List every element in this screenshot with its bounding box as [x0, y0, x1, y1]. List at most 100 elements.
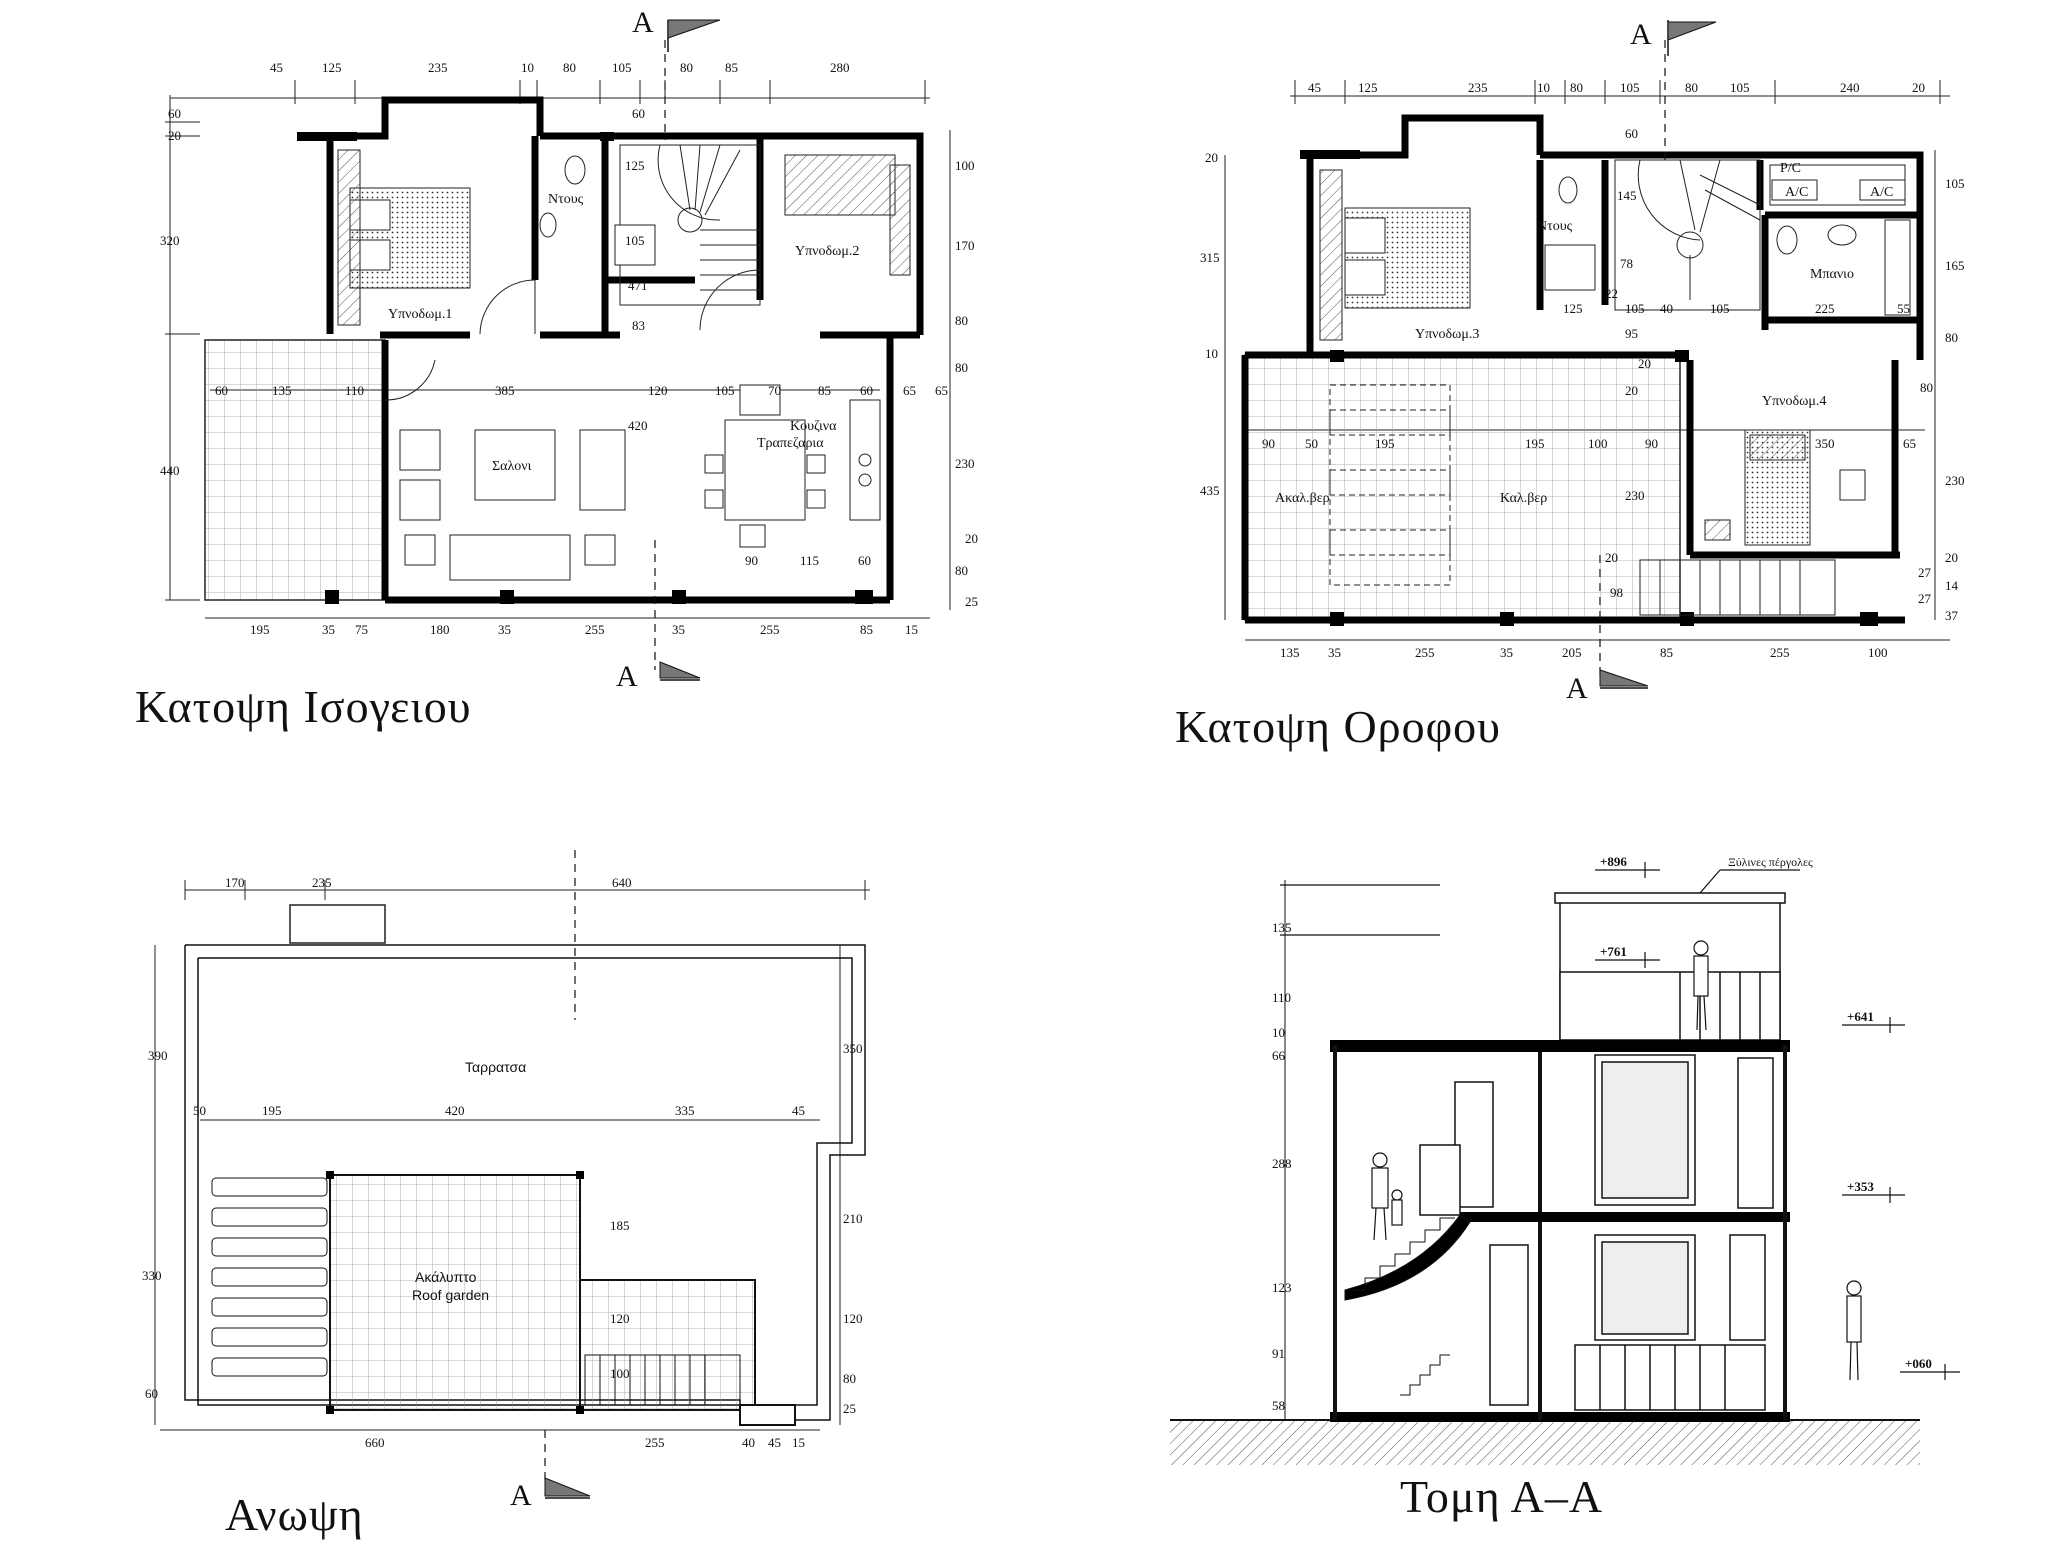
pergola-structure: [1554, 892, 1786, 1041]
dim-text: 420: [445, 1103, 465, 1118]
roof-label-garden-en: Roof garden: [412, 1287, 489, 1303]
dim-text: 27: [1918, 565, 1932, 580]
dim-text: 105: [1620, 80, 1640, 95]
dim-text: 15: [792, 1435, 805, 1450]
dim-text: 90: [745, 553, 758, 568]
dim-text: 390: [148, 1048, 168, 1063]
dim-text: 45: [1308, 80, 1321, 95]
dim-text: 350: [843, 1041, 863, 1056]
dim-text: 100: [955, 158, 975, 173]
dim-text: 205: [1562, 645, 1582, 660]
first-floor-plan: A A Υπνοδωμ.3 Υπνοδωμ.4 Ντους Μπανιο Ακα…: [1200, 18, 1965, 705]
dim-text: 90: [1645, 436, 1658, 451]
dim-text: 105: [1730, 80, 1750, 95]
dim-text: 75: [355, 622, 368, 637]
dim-text: 235: [1468, 80, 1488, 95]
dim-text: 100: [1588, 436, 1608, 451]
section-human-figures: [1371, 940, 1862, 1381]
dim-text: 83: [632, 318, 645, 333]
dim-text: 37: [1945, 608, 1959, 623]
roof-mid-dims: 50 195 420 335 45: [193, 1103, 805, 1118]
dim-text: 20: [1205, 150, 1218, 165]
section-level-labels: +896 +761 +641 +353 +060: [1600, 854, 1932, 1371]
dim-text: 420: [628, 418, 648, 433]
dim-text: 20: [168, 128, 181, 143]
dim-text: 80: [955, 360, 968, 375]
dim-text: 25: [843, 1401, 856, 1416]
section-slabs: [1330, 1040, 1790, 1422]
dim-text: 280: [830, 60, 850, 75]
dim-text: 98: [1610, 585, 1623, 600]
dim-text: 55: [1897, 301, 1910, 316]
dim-text: 105: [612, 60, 632, 75]
roof-top-dims: 170 235 640: [225, 875, 632, 890]
roof-inner-dims: 185 120 100: [610, 1218, 630, 1381]
ground-floor-plan: A A Υπνοδωμ.1 Υπνοδωμ.2 Ντους Σαλονι Κου…: [160, 6, 978, 693]
first-mid-dims: 90 50 195 195 100 90 350 65: [1262, 436, 1916, 451]
bedroom1-bed: [337, 149, 471, 326]
roof-right-dims: 350 210 120 80 25: [843, 1041, 863, 1416]
first-veranda-pergola: [1329, 384, 1451, 586]
dim-text: 135: [1272, 920, 1292, 935]
dim-text: 60: [632, 106, 645, 121]
section-marker-label: A: [616, 660, 638, 693]
room-label-bath: Μπανιο: [1810, 267, 1854, 282]
dim-text: 85: [1660, 645, 1673, 660]
dim-text: 20: [1912, 80, 1925, 95]
dim-text: 10: [1272, 1025, 1285, 1040]
dim-text: 80: [680, 60, 693, 75]
section-level-lines: [1280, 862, 1960, 1380]
dim-text: 58: [1272, 1398, 1285, 1413]
ground-mid-dims: 60 135 110 385 120 105 70 85 60 65 65: [215, 383, 948, 398]
dim-text: 15: [905, 622, 918, 637]
dim-text: 25: [965, 594, 978, 609]
first-veranda: [1244, 354, 1681, 621]
dining-table: [704, 419, 826, 548]
label-ac: A/C: [1870, 185, 1893, 200]
dim-text: 170: [225, 875, 245, 890]
first-inner-dims: 60 145 78 22 125 105 40 105 225 55 95 20…: [1563, 126, 1910, 600]
dim-text: 180: [430, 622, 450, 637]
dim-text: 45: [270, 60, 283, 75]
ground-bottom-dims: 195 35 75 180 35 255 35 255 85 15: [250, 622, 918, 637]
level-text: +353: [1847, 1179, 1874, 1194]
dim-text: 230: [1945, 473, 1965, 488]
level-text: +641: [1847, 1009, 1874, 1024]
roof-stair: [584, 1354, 796, 1426]
ground-top-dims: 45 125 235 10 80 105 80 85 280: [270, 60, 850, 75]
dim-text: 105: [1625, 301, 1645, 316]
dim-text: 135: [272, 383, 292, 398]
dim-text: 105: [1710, 301, 1730, 316]
dim-text: 45: [792, 1103, 805, 1118]
label-ac: A/C: [1785, 185, 1808, 200]
dim-text: 78: [1620, 256, 1633, 271]
dim-text: 20: [1638, 356, 1651, 371]
section-marker-label: A: [510, 1479, 532, 1512]
section-stair-steps: [1350, 1217, 1455, 1396]
first-top-dims: 45 125 235 10 80 105 80 105 240 20: [1308, 80, 1925, 95]
dim-text: 640: [612, 875, 632, 890]
dim-text: 125: [625, 158, 645, 173]
dim-text: 85: [725, 60, 738, 75]
dim-text: 80: [955, 563, 968, 578]
dim-text: 10: [1205, 346, 1218, 361]
room-label-bedroom2: Υπνοδωμ.2: [795, 244, 859, 259]
dim-text: 110: [1272, 990, 1291, 1005]
label-pc: P/C: [1780, 161, 1801, 176]
dim-text: 330: [142, 1268, 162, 1283]
dim-text: 35: [322, 622, 335, 637]
dim-text: 170: [955, 238, 975, 253]
first-left-dims: 20 315 10 435: [1200, 150, 1220, 498]
dim-text: 120: [648, 383, 668, 398]
roof-chimney: [289, 904, 386, 944]
dim-text: 210: [843, 1211, 863, 1226]
room-label-shower: Ντους: [548, 192, 584, 207]
dim-text: 35: [672, 622, 685, 637]
room-label-dining: Τραπεζαρια: [757, 436, 824, 451]
room-label-kitchen: Κουζινα: [790, 419, 837, 434]
dim-text: 85: [860, 622, 873, 637]
dim-text: 335: [675, 1103, 695, 1118]
dim-text: 100: [1868, 645, 1888, 660]
roof-bottom-dims: 660 255 40 45 15: [365, 1435, 805, 1450]
